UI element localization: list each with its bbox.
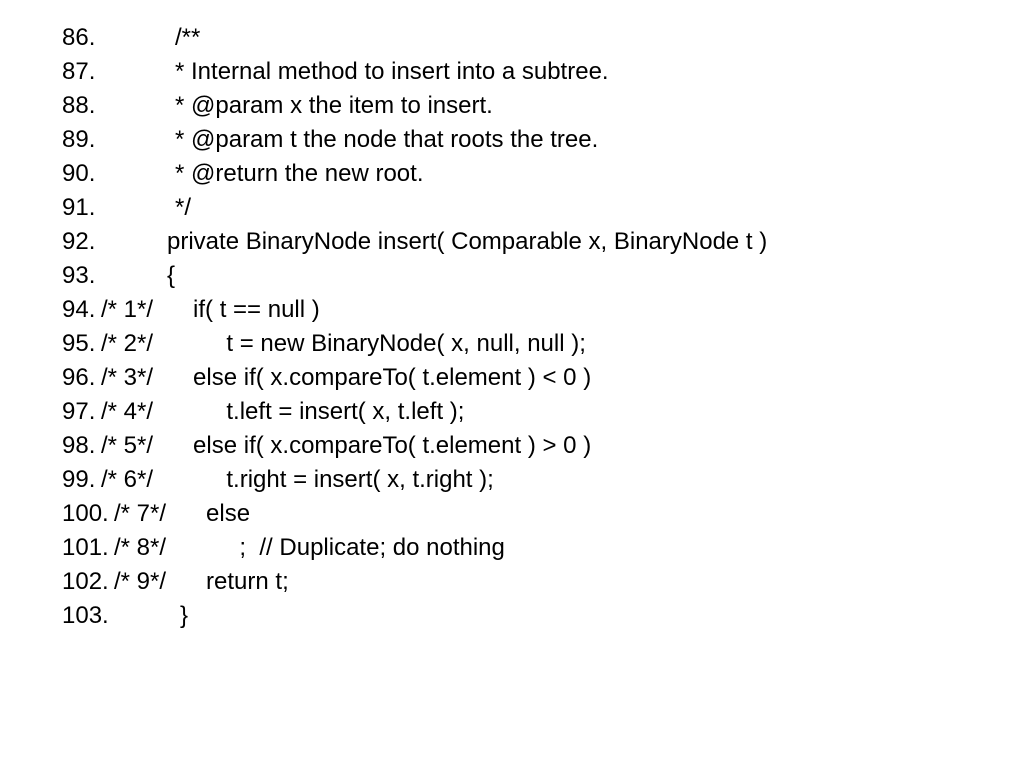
line-number: 92. — [62, 228, 96, 255]
code-listing: 86. /** 87. * Internal method to insert … — [62, 21, 962, 633]
line-text: */ — [175, 194, 192, 221]
code-line: 95. /* 2*/ t = new BinaryNode( x, null, … — [62, 327, 962, 361]
code-line: 92. private BinaryNode insert( Comparabl… — [62, 225, 962, 259]
code-line: 91. */ — [62, 191, 962, 225]
code-line: 90. * @return the new root. — [62, 157, 962, 191]
code-line: 89. * @param t the node that roots the t… — [62, 123, 962, 157]
line-number: 87. — [62, 58, 96, 85]
line-text: /* 7*/ else — [114, 500, 251, 527]
line-text: } — [180, 602, 189, 629]
line-text: * @param t the node that roots the tree. — [175, 126, 599, 153]
line-text: /* 6*/ t.right = insert( x, t.right ); — [101, 466, 494, 493]
line-number: 89. — [62, 126, 96, 153]
line-text: * Internal method to insert into a subtr… — [175, 58, 609, 85]
line-number: 100. — [62, 500, 109, 527]
code-line: 88. * @param x the item to insert. — [62, 89, 962, 123]
line-number: 102. — [62, 568, 109, 595]
line-number: 86. — [62, 24, 96, 51]
code-line: 100. /* 7*/ else — [62, 497, 962, 531]
line-text: /* 2*/ t = new BinaryNode( x, null, null… — [101, 330, 586, 357]
line-number: 101. — [62, 534, 109, 561]
line-number: 95. — [62, 330, 96, 357]
code-line: 97. /* 4*/ t.left = insert( x, t.left ); — [62, 395, 962, 429]
line-number: 94. — [62, 296, 96, 323]
code-line: 101. /* 8*/ ; // Duplicate; do nothing — [62, 531, 962, 565]
line-number: 90. — [62, 160, 96, 187]
code-line: 99. /* 6*/ t.right = insert( x, t.right … — [62, 463, 962, 497]
line-number: 97. — [62, 398, 96, 425]
line-text: /* 9*/ return t; — [114, 568, 289, 595]
code-line: 93. { — [62, 259, 962, 293]
code-line: 94. /* 1*/ if( t == null ) — [62, 293, 962, 327]
line-number: 98. — [62, 432, 96, 459]
line-number: 91. — [62, 194, 96, 221]
line-text: /* 8*/ ; // Duplicate; do nothing — [114, 534, 505, 561]
line-text: /* 5*/ else if( x.compareTo( t.element )… — [101, 432, 592, 459]
line-text: { — [167, 262, 176, 289]
code-line: 103. } — [62, 599, 962, 633]
line-text: /* 3*/ else if( x.compareTo( t.element )… — [101, 364, 592, 391]
line-text: private BinaryNode insert( Comparable x,… — [167, 228, 768, 255]
line-number: 93. — [62, 262, 96, 289]
line-text: * @return the new root. — [175, 160, 424, 187]
line-text: /* 1*/ if( t == null ) — [101, 296, 320, 323]
code-line: 102. /* 9*/ return t; — [62, 565, 962, 599]
line-number: 99. — [62, 466, 96, 493]
line-text: /** — [175, 24, 201, 51]
code-line: 96. /* 3*/ else if( x.compareTo( t.eleme… — [62, 361, 962, 395]
line-text: /* 4*/ t.left = insert( x, t.left ); — [101, 398, 465, 425]
line-number: 96. — [62, 364, 96, 391]
code-line: 86. /** — [62, 21, 962, 55]
line-number: 103. — [62, 602, 109, 629]
line-number: 88. — [62, 92, 96, 119]
code-line: 98. /* 5*/ else if( x.compareTo( t.eleme… — [62, 429, 962, 463]
code-line: 87. * Internal method to insert into a s… — [62, 55, 962, 89]
line-text: * @param x the item to insert. — [175, 92, 493, 119]
